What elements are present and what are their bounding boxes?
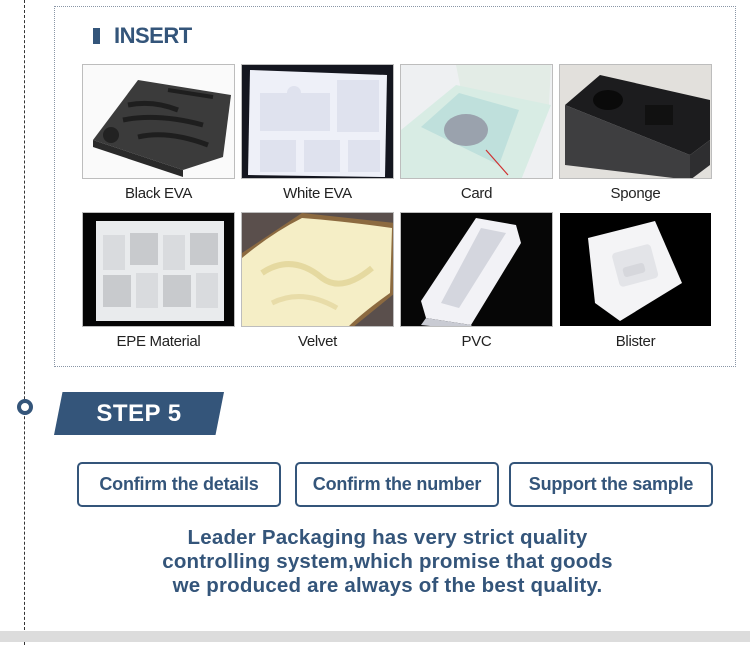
- material-item-pvc: PVC: [400, 212, 553, 350]
- confirm-details-button[interactable]: Confirm the details: [77, 462, 281, 507]
- material-label: Velvet: [297, 333, 338, 350]
- quality-statement: Leader Packaging has very strict quality…: [100, 526, 675, 598]
- material-item-black-eva: Black EVA: [82, 64, 235, 202]
- step-label: STEP 5: [96, 399, 182, 427]
- statement-line: Leader Packaging has very strict quality: [187, 526, 588, 549]
- material-label: PVC: [461, 333, 492, 350]
- material-item-white-eva: White EVA: [241, 64, 394, 202]
- confirm-number-button[interactable]: Confirm the number: [295, 462, 499, 507]
- step-badge: STEP 5: [54, 392, 224, 435]
- material-label: Card: [460, 185, 493, 202]
- insert-panel: INSERT Black EVA: [54, 6, 736, 367]
- section-divider-band: [0, 631, 750, 642]
- material-label: Sponge: [610, 185, 661, 202]
- white-eva-image: [241, 64, 394, 179]
- material-label: Blister: [615, 333, 656, 350]
- velvet-image: [241, 212, 394, 327]
- statement-line: controlling system,which promise that go…: [162, 550, 613, 573]
- material-item-sponge: Sponge: [559, 64, 712, 202]
- material-item-card: Card: [400, 64, 553, 202]
- heading-bar-icon: [93, 28, 100, 44]
- material-item-epe-material: EPE Material: [82, 212, 235, 350]
- material-label: EPE Material: [116, 333, 201, 350]
- timeline-step-marker-icon: [17, 399, 33, 415]
- support-sample-button[interactable]: Support the sample: [509, 462, 713, 507]
- sponge-image: [559, 64, 712, 179]
- blister-image: [559, 212, 712, 327]
- pvc-image: [400, 212, 553, 327]
- material-label: Black EVA: [124, 185, 193, 202]
- section-title: INSERT: [114, 23, 192, 48]
- material-label: White EVA: [283, 185, 352, 202]
- material-item-blister: Blister: [559, 212, 712, 350]
- material-item-velvet: Velvet: [241, 212, 394, 350]
- statement-line: we produced are always of the best quali…: [172, 574, 603, 597]
- section-heading: INSERT: [93, 23, 192, 49]
- epe-material-image: [82, 212, 235, 327]
- timeline-dashed-line: [24, 0, 25, 645]
- card-image: [400, 64, 553, 179]
- black-eva-image: [82, 64, 235, 179]
